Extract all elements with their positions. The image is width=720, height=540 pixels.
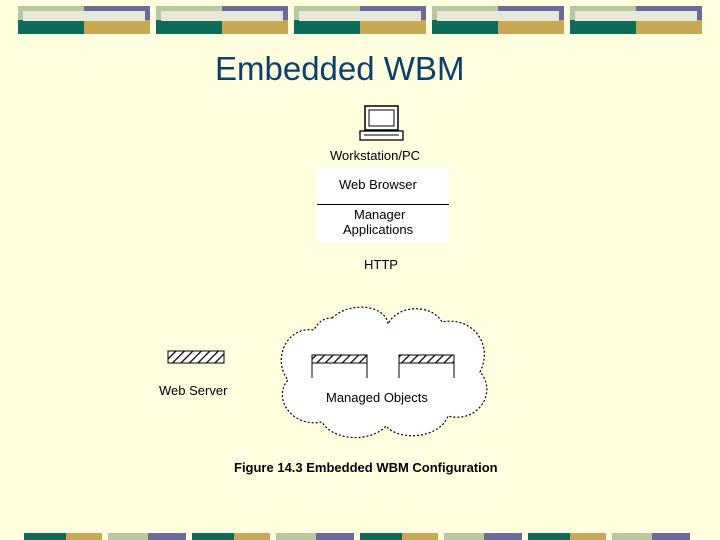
- manager-label-line2: Applications: [343, 222, 414, 237]
- stack-divider: [317, 204, 449, 205]
- http-label: HTTP: [364, 257, 398, 272]
- managed-objects-label: Managed Objects: [326, 390, 428, 405]
- band-tile: [432, 6, 564, 34]
- band-tile: [294, 6, 426, 34]
- figure-caption: Figure 14.3 Embedded WBM Configuration: [234, 460, 498, 475]
- band-tile: [570, 6, 702, 34]
- slide-title: Embedded WBM: [215, 50, 465, 87]
- managed-object-box: [311, 354, 368, 378]
- cloud-shape: [280, 306, 488, 439]
- computer-icon: [359, 105, 404, 141]
- top-decorative-band: [0, 6, 720, 34]
- managed-object-box: [398, 354, 455, 378]
- band-tile: [18, 6, 150, 34]
- web-browser-label: Web Browser: [339, 177, 417, 192]
- workstation-label: Workstation/PC: [330, 148, 421, 163]
- manager-label-line1: Manager: [354, 207, 406, 222]
- workstation-stack: [317, 167, 449, 243]
- bottom-decorative-band: [0, 533, 720, 540]
- web-server-label: Web Server: [159, 383, 228, 398]
- hatched-bar-icon: [167, 350, 225, 364]
- band-tile: [156, 6, 288, 34]
